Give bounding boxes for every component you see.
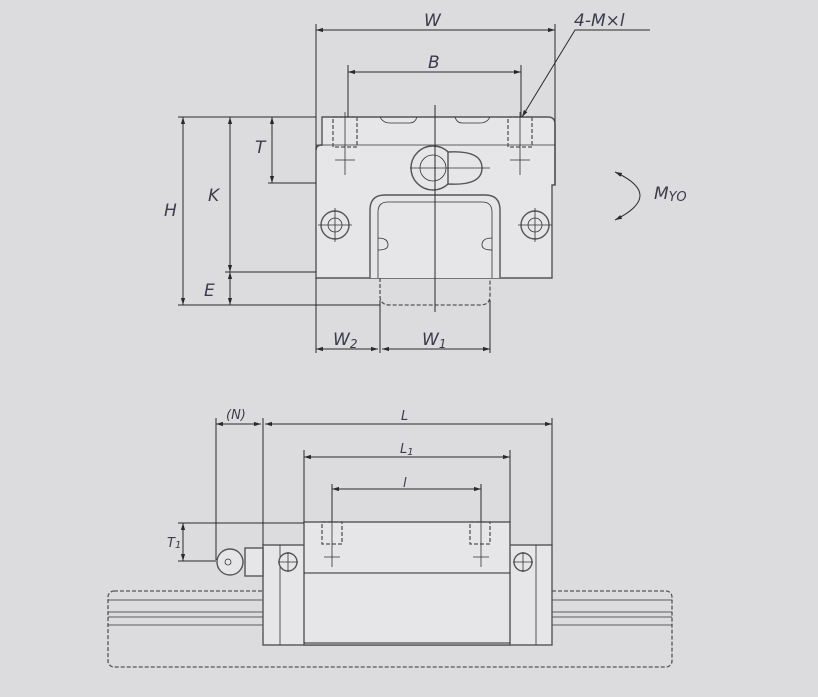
dim-H: H — [164, 201, 177, 221]
dim-E: E — [204, 281, 215, 301]
front-view: W B 4-M×l H K T E W2 W1 MYO — [164, 11, 687, 353]
dim-T1: T1 — [167, 536, 181, 551]
grease-nipple — [410, 145, 490, 191]
dim-l: l — [403, 476, 407, 491]
tap-holes — [332, 112, 533, 175]
dim-N: (N) — [226, 408, 246, 423]
dim-MY0: MYO — [654, 184, 687, 205]
mounting-screws — [318, 208, 552, 242]
dim-L1: L1 — [400, 442, 414, 458]
grease-nipple-side — [216, 547, 264, 577]
dim-K: K — [208, 186, 221, 206]
moment-arrow — [614, 171, 641, 221]
dim-B: B — [428, 53, 440, 73]
dim-T: T — [255, 138, 267, 158]
dim-W2: W2 — [333, 330, 357, 351]
side-view: (N) L L1 l T1 — [107, 408, 673, 668]
dim-W: W — [424, 11, 442, 31]
dim-L: L — [401, 409, 408, 424]
dim-M: 4-M×l — [574, 11, 625, 31]
dim-W1: W1 — [422, 330, 446, 351]
